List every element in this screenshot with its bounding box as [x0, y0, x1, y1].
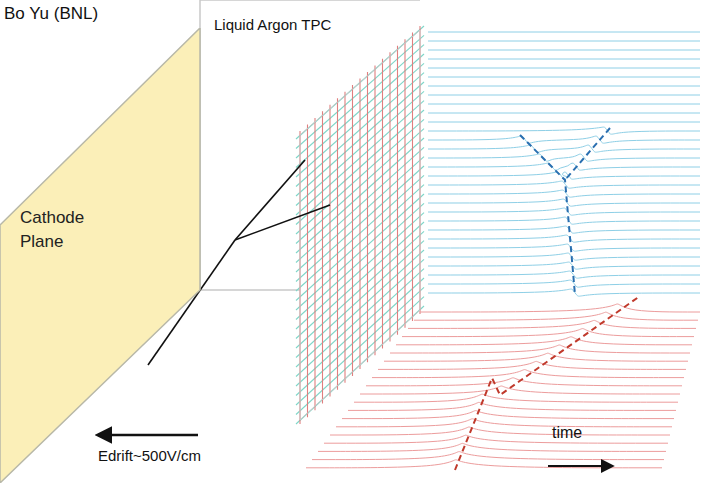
axis-label: time — [552, 424, 582, 442]
drift-arrow — [98, 434, 198, 437]
induction-waveforms — [428, 32, 700, 296]
author-credit: Bo Yu (BNL) — [4, 4, 98, 24]
plane-shape — [0, 28, 202, 483]
field-label: Edrift~500V/cm — [98, 447, 201, 464]
wire-planes — [296, 26, 424, 424]
collection-waveforms — [306, 296, 700, 470]
time-arrow — [548, 465, 612, 467]
plane-label: Cathode Plane — [20, 206, 100, 254]
cathode-plane: Cathode Plane — [0, 28, 202, 483]
detector-title: Liquid Argon TPC — [214, 16, 331, 33]
